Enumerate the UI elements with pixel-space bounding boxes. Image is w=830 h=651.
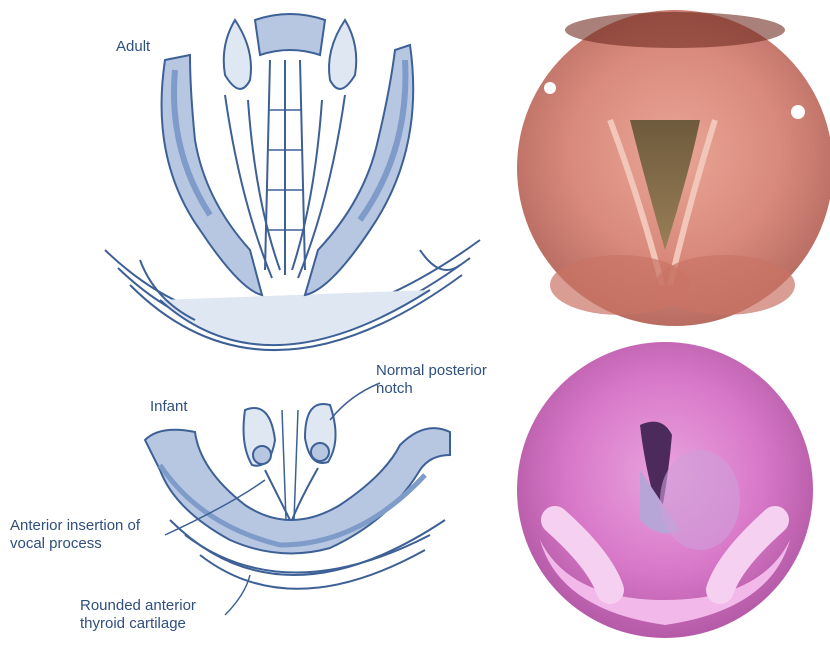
adult-endoscopic-view <box>517 10 830 326</box>
rounded-anterior-thyroid-label: Rounded anterior thyroid cartilage <box>80 597 240 633</box>
infant-endoscopic-view <box>517 342 813 638</box>
adult-label: Adult <box>116 38 150 56</box>
infant-larynx-drawing <box>145 383 450 615</box>
anterior-insertion-label: Anterior insertion of vocal process <box>10 517 175 553</box>
normal-posterior-notch-label: Normal posterior notch <box>376 362 496 398</box>
infant-label: Infant <box>150 398 188 416</box>
adult-larynx-drawing <box>105 14 480 350</box>
